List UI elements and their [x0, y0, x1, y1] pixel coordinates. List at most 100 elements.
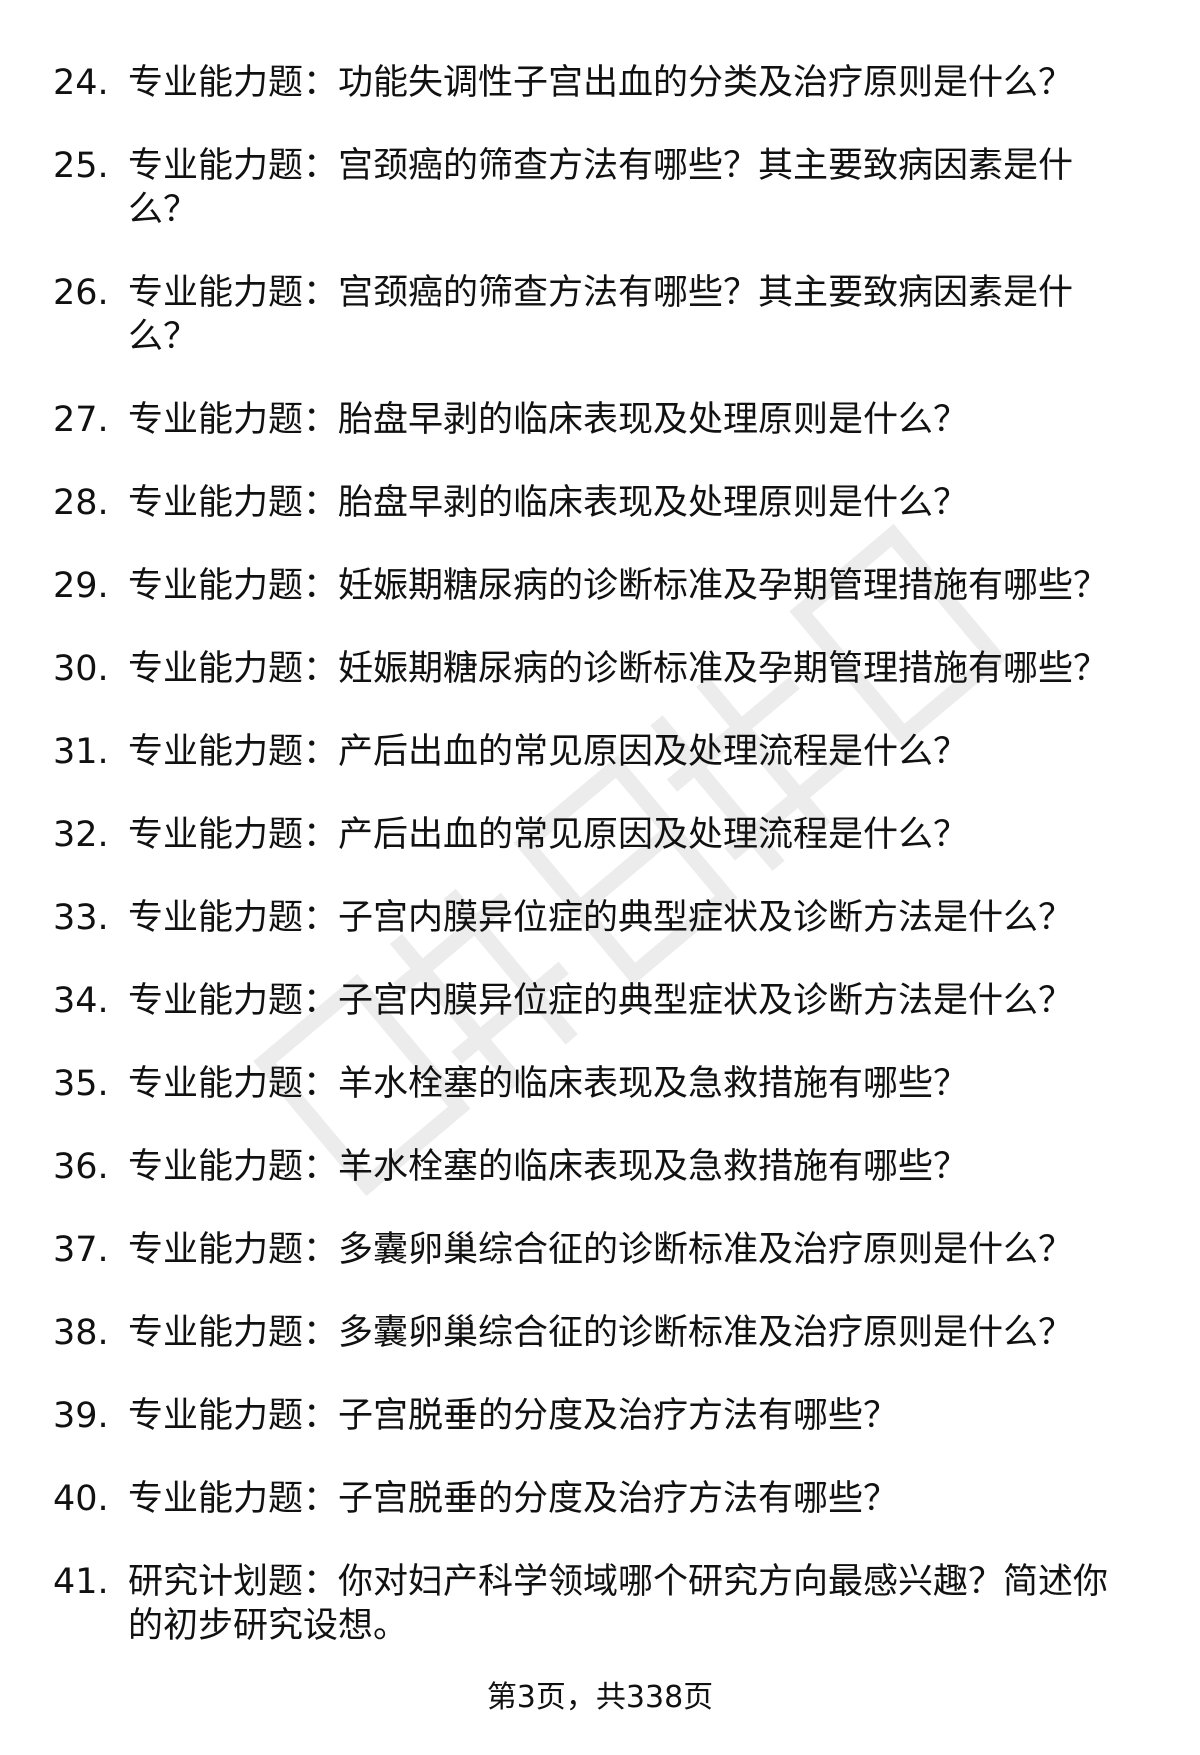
question-text: 专业能力题：子宫脱垂的分度及治疗方法有哪些？	[128, 1394, 1200, 1438]
question-number: 33.	[53, 898, 109, 938]
question-category: 专业能力题：	[128, 815, 339, 855]
question-line: 专业能力题：胎盘早剥的临床表现及处理原则是什么？	[128, 398, 1200, 442]
question-line: 专业能力题：宫颈癌的筛查方法有哪些？其主要致病因素是什	[128, 271, 1200, 315]
question-item: 37. 专业能力题：多囊卵巢综合征的诊断标准及治疗原则是什么？	[0, 1228, 1200, 1272]
question-category: 专业能力题：	[128, 649, 339, 689]
question-text: 专业能力题：宫颈癌的筛查方法有哪些？其主要致病因素是什么？	[128, 271, 1200, 359]
question-category: 专业能力题：	[128, 1313, 339, 1353]
question-number: 29.	[53, 566, 109, 606]
question-item: 33. 专业能力题：子宫内膜异位症的典型症状及诊断方法是什么？	[0, 896, 1200, 940]
question-number: 37.	[53, 1230, 109, 1270]
question-text: 专业能力题：多囊卵巢综合征的诊断标准及治疗原则是什么？	[128, 1228, 1200, 1272]
question-item: 25. 专业能力题：宫颈癌的筛查方法有哪些？其主要致病因素是什么？	[0, 144, 1200, 232]
question-line: 专业能力题：子宫内膜异位症的典型症状及诊断方法是什么？	[128, 896, 1200, 940]
question-number: 31.	[53, 732, 109, 772]
question-number: 39.	[53, 1396, 109, 1436]
question-item: 40. 专业能力题：子宫脱垂的分度及治疗方法有哪些？	[0, 1477, 1200, 1521]
question-item: 41.研究计划题：你对妇产科学领域哪个研究方向最感兴趣？简述你的初步研究设想。	[0, 1560, 1200, 1648]
question-number: 32.	[53, 815, 109, 855]
question-text: 专业能力题：子宫脱垂的分度及治疗方法有哪些？	[128, 1477, 1200, 1521]
question-text: 专业能力题：羊水栓塞的临床表现及急救措施有哪些？	[128, 1062, 1200, 1106]
question-line: 么？	[128, 188, 1200, 232]
question-text: 专业能力题：功能失调性子宫出血的分类及治疗原则是什么？	[128, 61, 1200, 105]
question-category: 专业能力题：	[128, 1147, 339, 1187]
question-category: 专业能力题：	[128, 63, 339, 103]
question-number: 36.	[53, 1147, 109, 1187]
question-line: 的初步研究设想。	[128, 1604, 1200, 1648]
question-number: 26.	[53, 273, 109, 313]
question-item: 32. 专业能力题：产后出血的常见原因及处理流程是什么？	[0, 813, 1200, 857]
question-item: 38.专业能力题：多囊卵巢综合征的诊断标准及治疗原则是什么？	[0, 1311, 1200, 1355]
question-category: 专业能力题：	[128, 400, 339, 440]
question-number: 24.	[53, 63, 109, 103]
question-item: 28. 专业能力题：胎盘早剥的临床表现及处理原则是什么？	[0, 481, 1200, 525]
question-number: 28.	[53, 483, 109, 523]
question-category: 专业能力题：	[128, 483, 339, 523]
question-line-text: 多囊卵巢综合征的诊断标准及治疗原则是什么？	[338, 1230, 1074, 1270]
question-category: 专业能力题：	[128, 273, 339, 313]
question-line: 专业能力题：产后出血的常见原因及处理流程是什么？	[128, 730, 1200, 774]
question-number: 27.	[53, 400, 109, 440]
question-number: 25.	[53, 146, 109, 186]
question-text: 专业能力题：羊水栓塞的临床表现及急救措施有哪些？	[128, 1145, 1200, 1189]
question-item: 27. 专业能力题：胎盘早剥的临床表现及处理原则是什么？	[0, 398, 1200, 442]
question-item: 24. 专业能力题：功能失调性子宫出血的分类及治疗原则是什么？	[0, 61, 1200, 105]
question-line-text: 么？	[128, 190, 199, 230]
question-line: 专业能力题：多囊卵巢综合征的诊断标准及治疗原则是什么？	[128, 1228, 1200, 1272]
question-number: 40.	[53, 1479, 109, 1519]
question-line: 专业能力题：多囊卵巢综合征的诊断标准及治疗原则是什么？	[128, 1311, 1200, 1355]
question-line-text: 么？	[128, 317, 199, 357]
question-item: 30. 专业能力题：妊娠期糖尿病的诊断标准及孕期管理措施有哪些？	[0, 647, 1200, 691]
question-line: 专业能力题：子宫脱垂的分度及治疗方法有哪些？	[128, 1394, 1200, 1438]
question-line-text: 子宫内膜异位症的典型症状及诊断方法是什么？	[338, 981, 1074, 1021]
question-line-text: 子宫内膜异位症的典型症状及诊断方法是什么？	[338, 898, 1074, 938]
question-item: 39. 专业能力题：子宫脱垂的分度及治疗方法有哪些？	[0, 1394, 1200, 1438]
question-text: 专业能力题：妊娠期糖尿病的诊断标准及孕期管理措施有哪些？	[128, 647, 1200, 691]
question-text: 专业能力题：胎盘早剥的临床表现及处理原则是什么？	[128, 481, 1200, 525]
question-category: 专业能力题：	[128, 1479, 339, 1519]
question-line-text: 宫颈癌的筛查方法有哪些？其主要致病因素是什	[338, 273, 1074, 313]
question-line-text: 的初步研究设想。	[128, 1606, 409, 1646]
question-number: 34.	[53, 981, 109, 1021]
question-category: 专业能力题：	[128, 898, 339, 938]
question-line: 专业能力题：羊水栓塞的临床表现及急救措施有哪些？	[128, 1062, 1200, 1106]
question-item: 26.专业能力题：宫颈癌的筛查方法有哪些？其主要致病因素是什么？	[0, 271, 1200, 359]
question-category: 专业能力题：	[128, 1396, 339, 1436]
question-line-text: 产后出血的常见原因及处理流程是什么？	[338, 732, 969, 772]
question-line-text: 子宫脱垂的分度及治疗方法有哪些？	[338, 1479, 899, 1519]
question-line: 专业能力题：妊娠期糖尿病的诊断标准及孕期管理措施有哪些？	[128, 647, 1200, 691]
question-line-text: 多囊卵巢综合征的诊断标准及治疗原则是什么？	[338, 1313, 1074, 1353]
question-line: 专业能力题：功能失调性子宫出血的分类及治疗原则是什么？	[128, 61, 1200, 105]
question-line-text: 功能失调性子宫出血的分类及治疗原则是什么？	[338, 63, 1074, 103]
question-line: 专业能力题：子宫脱垂的分度及治疗方法有哪些？	[128, 1477, 1200, 1521]
question-line-text: 胎盘早剥的临床表现及处理原则是什么？	[338, 400, 969, 440]
question-line-text: 妊娠期糖尿病的诊断标准及孕期管理措施有哪些？	[338, 566, 1109, 606]
question-line: 专业能力题：胎盘早剥的临床表现及处理原则是什么？	[128, 481, 1200, 525]
question-line: 研究计划题：你对妇产科学领域哪个研究方向最感兴趣？简述你	[128, 1560, 1200, 1604]
question-category: 专业能力题：	[128, 566, 339, 606]
question-category: 专业能力题：	[128, 146, 339, 186]
question-text: 专业能力题：子宫内膜异位症的典型症状及诊断方法是什么？	[128, 896, 1200, 940]
question-category: 专业能力题：	[128, 732, 339, 772]
question-line-text: 妊娠期糖尿病的诊断标准及孕期管理措施有哪些？	[338, 649, 1109, 689]
question-number: 30.	[53, 649, 109, 689]
question-text: 专业能力题：胎盘早剥的临床表现及处理原则是什么？	[128, 398, 1200, 442]
question-text: 研究计划题：你对妇产科学领域哪个研究方向最感兴趣？简述你的初步研究设想。	[128, 1560, 1200, 1648]
page-indicator: 第3页，共338页	[486, 1680, 714, 1715]
question-line: 专业能力题：羊水栓塞的临床表现及急救措施有哪些？	[128, 1145, 1200, 1189]
question-line-text: 胎盘早剥的临床表现及处理原则是什么？	[338, 483, 969, 523]
question-line-text: 子宫脱垂的分度及治疗方法有哪些？	[338, 1396, 899, 1436]
question-line: 专业能力题：子宫内膜异位症的典型症状及诊断方法是什么？	[128, 979, 1200, 1023]
question-line: 专业能力题：妊娠期糖尿病的诊断标准及孕期管理措施有哪些？	[128, 564, 1200, 608]
question-category: 研究计划题：	[128, 1562, 339, 1602]
question-text: 专业能力题：产后出血的常见原因及处理流程是什么？	[128, 813, 1200, 857]
question-list: 24.专业能力题：功能失调性子宫出血的分类及治疗原则是什么？25.专业能力题：宫…	[0, 61, 1200, 1687]
question-line: 专业能力题：产后出血的常见原因及处理流程是什么？	[128, 813, 1200, 857]
question-text: 专业能力题：宫颈癌的筛查方法有哪些？其主要致病因素是什么？	[128, 144, 1200, 232]
question-category: 专业能力题：	[128, 981, 339, 1021]
question-item: 31. 专业能力题：产后出血的常见原因及处理流程是什么？	[0, 730, 1200, 774]
question-text: 专业能力题：多囊卵巢综合征的诊断标准及治疗原则是什么？	[128, 1311, 1200, 1355]
question-line-text: 你对妇产科学领域哪个研究方向最感兴趣？简述你	[338, 1562, 1109, 1602]
question-line-text: 羊水栓塞的临床表现及急救措施有哪些？	[338, 1064, 969, 1104]
question-item: 34. 专业能力题：子宫内膜异位症的典型症状及诊断方法是什么？	[0, 979, 1200, 1023]
